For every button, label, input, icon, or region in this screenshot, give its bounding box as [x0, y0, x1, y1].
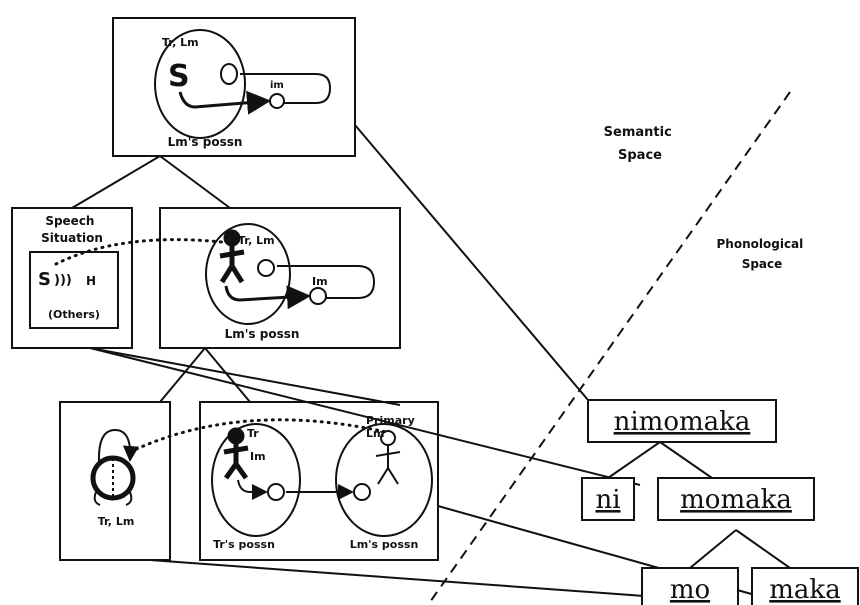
phonological-space-label: Phonological Space: [717, 237, 808, 271]
mid-tr-lm-label: Tr, Lm: [238, 234, 275, 247]
word-box-momaka: momaka: [658, 478, 814, 520]
mid-caption: Lm's possn: [225, 327, 300, 341]
top-im-label: im: [270, 80, 284, 91]
bottom-tr-label: Tr: [247, 427, 259, 440]
bottom-im-label: Im: [250, 450, 266, 463]
svg-text:maka: maka: [769, 575, 840, 605]
top-tr-lm-label: Tr, Lm: [162, 36, 199, 49]
semantic-space-label: Semantic Space: [604, 125, 677, 163]
primary-label: Primary: [366, 414, 415, 427]
speaker-s-symbol: S: [38, 269, 51, 290]
reflexive-tr-lm-label: Tr, Lm: [98, 515, 135, 528]
bottom-caption-left: Tr's possn: [213, 538, 275, 551]
bottom-semantic-box: Tr Im Primary Lm Tr's possn Lm's possn: [200, 402, 438, 560]
middle-semantic-box: Tr, Lm Im Lm's possn: [160, 208, 400, 348]
word-box-nimomaka: nimomaka: [588, 400, 776, 442]
others-label: (Others): [48, 308, 100, 321]
tree-connectors: [72, 125, 790, 596]
svg-text:momaka: momaka: [680, 485, 792, 515]
top-caption: Lm's possn: [168, 135, 243, 149]
word-box-mo: mo: [642, 568, 738, 605]
word-box-maka: maka: [752, 568, 858, 605]
top-s-symbol: S: [168, 59, 190, 94]
mid-im-label: Im: [312, 275, 328, 288]
svg-text:nimomaka: nimomaka: [614, 407, 751, 437]
speech-situation-title: Speech Situation: [41, 214, 103, 245]
top-semantic-box: Tr, Lm S im Lm's possn: [113, 18, 355, 156]
svg-text:ni: ni: [595, 485, 620, 515]
reflexive-box: Tr, Lm: [60, 402, 170, 560]
speech-situation-box: Speech Situation S ))) H (Others): [12, 208, 132, 348]
hearer-h-label: H: [86, 274, 96, 288]
svg-text:mo: mo: [670, 575, 710, 605]
stick-figure-tr-bottom: [224, 430, 248, 478]
word-box-ni: ni: [582, 478, 634, 520]
space-divider-line: [430, 92, 790, 602]
bottom-caption-right: Lm's possn: [350, 538, 419, 551]
speech-waves: ))): [54, 273, 72, 288]
